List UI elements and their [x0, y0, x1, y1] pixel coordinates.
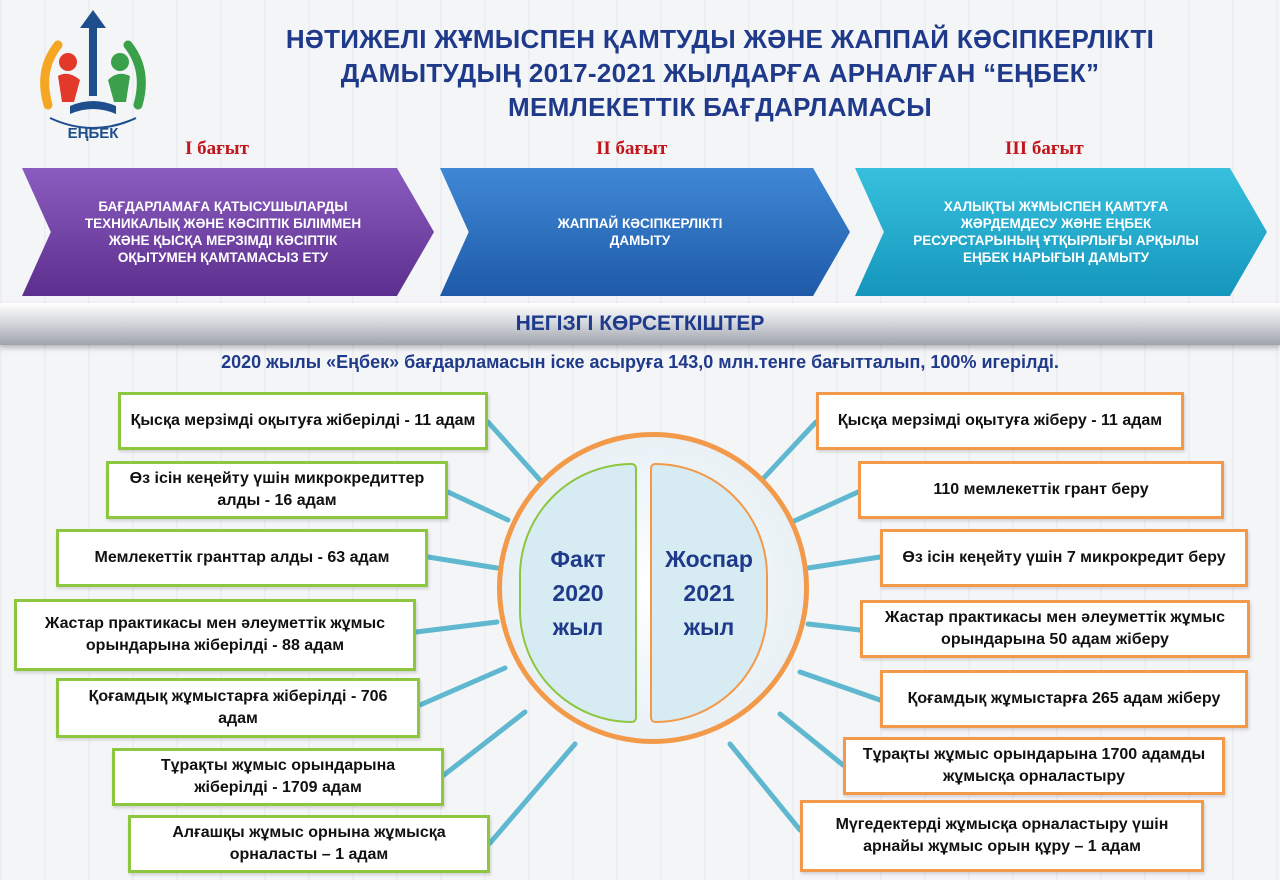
connector-fact-6 [441, 709, 528, 778]
connector-plan-7 [727, 741, 803, 833]
fact-item-1: Қысқа мерзімді оқытуға жіберілді - 11 ад… [118, 392, 488, 450]
connector-plan-5 [797, 669, 883, 703]
fact-item-6: Тұрақты жұмыс орындарына жіберілді - 170… [112, 748, 444, 806]
connector-fact-2 [445, 489, 511, 523]
connector-plan-6 [777, 711, 846, 768]
direction-2-label: ІІ бағыт [596, 138, 668, 159]
plan-label: Жоспар [665, 546, 753, 572]
plan-year: 2021 [683, 580, 735, 606]
fact-year: 2020 [552, 580, 604, 606]
fact-item-7: Алғашқы жұмыс орнына жұмысқа орналасты –… [128, 815, 490, 873]
connector-plan-4 [805, 621, 863, 633]
plan-item-5: Қоғамдық жұмыстарға 265 адам жіберу [880, 670, 1248, 728]
page-title: НӘТИЖЕЛІ ЖҰМЫСПЕН ҚАМТУДЫ ЖӘНЕ ЖАППАЙ КӘ… [200, 22, 1240, 124]
plan-item-4: Жастар практикасы мен әлеуметтік жұмыс о… [860, 600, 1250, 658]
direction-1-label: І бағыт [185, 138, 249, 159]
plan-item-7: Мүгедектерді жұмысқа орналастыру үшін ар… [800, 800, 1204, 872]
direction-2-arrow: ЖАППАЙ КӘСІПКЕРЛІКТІ ДАМЫТУ [440, 168, 850, 296]
title-line-3: МЕМЛЕКЕТТІК БАҒДАРЛАМАСЫ [508, 92, 932, 122]
connector-plan-1 [757, 419, 819, 485]
plan-item-2: 110 мемлекеттік грант беру [858, 461, 1224, 519]
indicators-header: НЕГІЗГІ КӨРСЕТКІШТЕР [0, 303, 1280, 345]
direction-2-text: ЖАППАЙ КӘСІПКЕРЛІКТІ ДАМЫТУ [557, 216, 723, 248]
plan-item-3: Өз ісін кеңейту үшін 7 микрокредит беру [880, 529, 1248, 587]
fact-item-4: Жастар практикасы мен әлеуметтік жұмыс о… [14, 599, 416, 671]
fact-item-5: Қоғамдық жұмыстарға жіберілді - 706 адам [56, 678, 420, 738]
fact-item-3: Мемлекеттік гранттар алды - 63 адам [56, 529, 428, 587]
direction-1-text: БАҒДАРЛАМАҒА ҚАТЫСУШЫЛАРДЫ ТЕХНИКАЛЫҚ ЖӘ… [84, 199, 362, 265]
connector-fact-4 [413, 619, 500, 635]
fact-item-2: Өз ісін кеңейту үшін микрокредиттер алды… [106, 461, 448, 519]
connector-fact-5 [417, 665, 508, 708]
plan-item-1: Қысқа мерзімді оқытуға жіберу - 11 адам [816, 392, 1184, 450]
fact-year-word: жыл [552, 614, 604, 640]
fact-label: Факт [550, 546, 606, 572]
connector-fact-3 [425, 554, 500, 571]
title-line-1: НӘТИЖЕЛІ ЖҰМЫСПЕН ҚАМТУДЫ ЖӘНЕ ЖАППАЙ КӘ… [285, 24, 1155, 54]
direction-3-label: ІІІ бағыт [1005, 138, 1084, 159]
connector-fact-7 [487, 741, 578, 846]
logo-emblem-icon: ЕҢБЕК [40, 10, 146, 142]
plan-year-word: жыл [683, 614, 735, 640]
direction-1-arrow: БАҒДАРЛАМАҒА ҚАТЫСУШЫЛАРДЫ ТЕХНИКАЛЫҚ ЖӘ… [22, 168, 434, 296]
connector-plan-3 [805, 554, 883, 571]
plan-item-6: Тұрақты жұмыс орындарына 1700 адамды жұм… [843, 737, 1225, 795]
connector-fact-1 [485, 419, 543, 483]
direction-3-text: ХАЛЫҚТЫ ЖҰМЫСПЕН ҚАМТУҒА ЖӘРДЕМДЕСУ ЖӘНЕ… [913, 199, 1199, 265]
title-line-2: ДАМЫТУДЫҢ 2017-2021 ЖЫЛДАРҒА АРНАЛҒАН “Е… [340, 58, 1100, 88]
logo-text: ЕҢБЕК [68, 125, 120, 142]
enbek-logo: ЕҢБЕК [28, 10, 158, 145]
direction-3-arrow: ХАЛЫҚТЫ ЖҰМЫСПЕН ҚАМТУҒА ЖӘРДЕМДЕСУ ЖӘНЕ… [855, 168, 1267, 296]
budget-subtitle: 2020 жылы «Еңбек» бағдарламасын іске асы… [221, 352, 1059, 372]
connector-plan-2 [789, 489, 861, 525]
